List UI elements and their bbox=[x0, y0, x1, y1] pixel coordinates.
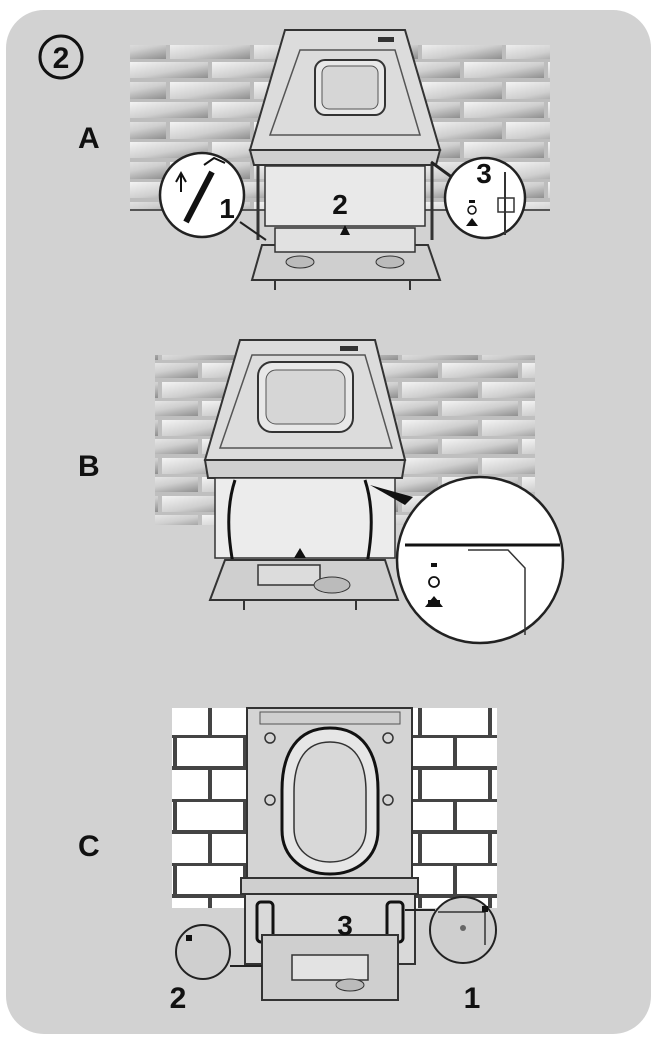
panel-a-machine bbox=[248, 29, 442, 290]
step-badge: 2 bbox=[38, 34, 84, 80]
panel-c-machine bbox=[240, 707, 419, 1001]
panel-c-callout-3: 3 bbox=[337, 910, 353, 941]
panel-a-callout-3: 3 bbox=[476, 158, 492, 189]
panel-c-zoom-right bbox=[405, 896, 497, 964]
step-number: 2 bbox=[53, 42, 70, 75]
panel-b-machine bbox=[203, 339, 407, 610]
panel-a-zoom-left bbox=[158, 151, 267, 241]
panel-a-zoom-right bbox=[430, 156, 527, 240]
panel-b: B bbox=[78, 339, 565, 645]
panel-a-callout-2: 2 bbox=[332, 189, 348, 220]
panel-c: C 3 2 bbox=[78, 707, 497, 1015]
panel-a: A 2 bbox=[78, 29, 550, 290]
panel-c-callout-2: 2 bbox=[170, 982, 187, 1015]
panel-a-label: A bbox=[78, 122, 100, 155]
panel-c-label: C bbox=[78, 830, 100, 863]
panel-b-label: B bbox=[78, 450, 100, 483]
panel-b-zoom bbox=[370, 475, 565, 645]
panel-c-callout-1: 1 bbox=[464, 982, 481, 1015]
panel-c-zoom-left bbox=[175, 924, 262, 980]
panel-a-callout-1: 1 bbox=[219, 193, 235, 224]
